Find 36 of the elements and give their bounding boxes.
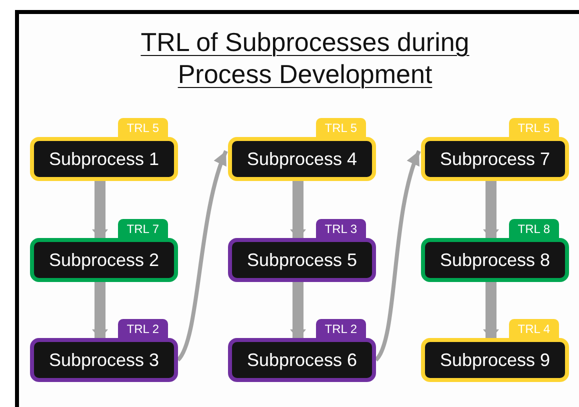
- arrow: [92, 181, 108, 240]
- process-label: Subprocess 5: [246, 250, 358, 270]
- process-label: Subprocess 4: [246, 148, 358, 170]
- process-box: [421, 338, 569, 382]
- arrow: [483, 181, 499, 240]
- process-label: Subprocess 6: [246, 350, 358, 370]
- process-box: [421, 238, 569, 282]
- arrow: [374, 150, 421, 362]
- trl-tag: TRL 2: [316, 319, 366, 339]
- trl-tag: TRL 5: [316, 118, 366, 138]
- process-box: [228, 238, 376, 282]
- arrow: [483, 282, 499, 340]
- arrow: [92, 282, 108, 340]
- trl-tag: TRL 7: [118, 219, 168, 239]
- process-box: [421, 137, 569, 181]
- process-label: Subprocess 7: [440, 148, 550, 170]
- title: TRL of Subprocesses during Process Development: [140, 26, 470, 90]
- process-label: Subprocess 8: [440, 250, 550, 270]
- trl-tag: TRL 5: [508, 118, 559, 138]
- process-label: Subprocess 2: [48, 250, 160, 270]
- trl-tag: TRL 4: [508, 319, 559, 339]
- process-label: Subprocess 9: [440, 350, 550, 370]
- process-box: [30, 238, 178, 282]
- arrow: [176, 150, 228, 362]
- arrow: [290, 282, 306, 340]
- process-label: Subprocess 3: [48, 350, 160, 370]
- process-box: [30, 338, 178, 382]
- process-box: [228, 338, 376, 382]
- arrow: [290, 181, 306, 240]
- trl-tag: TRL 8: [508, 219, 559, 239]
- process-box: [30, 137, 178, 181]
- process-label: Subprocess 1: [48, 148, 160, 170]
- trl-tag: TRL 3: [316, 219, 366, 239]
- trl-tag: TRL 5: [118, 118, 168, 138]
- trl-tag: TRL 2: [118, 319, 168, 339]
- process-box: [228, 137, 376, 181]
